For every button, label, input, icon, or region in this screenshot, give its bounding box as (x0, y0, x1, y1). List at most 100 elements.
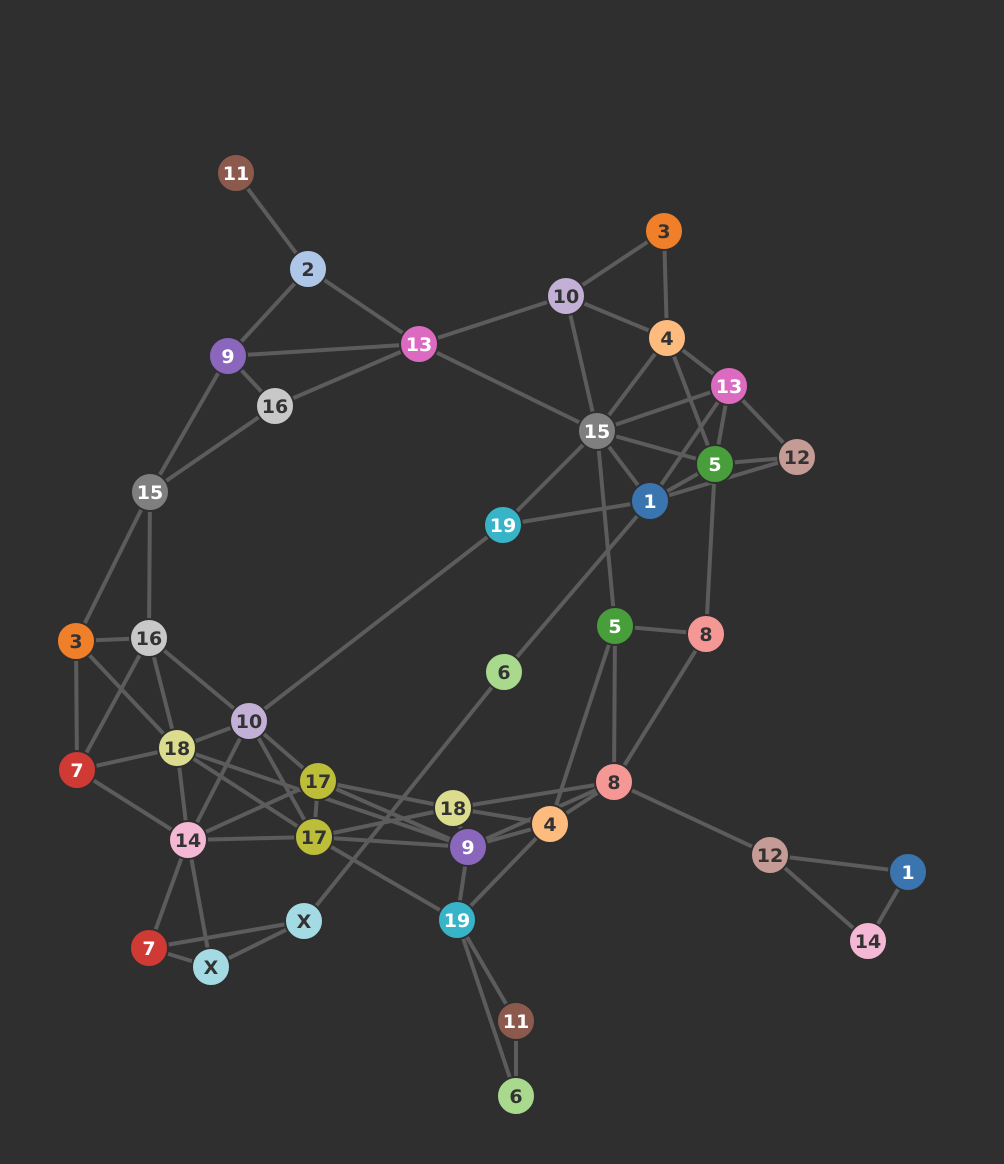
node-n17a[interactable]: 17 (298, 761, 338, 801)
node-n7b[interactable]: 7 (129, 928, 169, 968)
node-n5b[interactable]: 5 (595, 606, 635, 646)
edge-n19a-n10b (247, 523, 505, 723)
edge-n15b-n19a (501, 429, 599, 527)
node-n19b[interactable]: 19 (437, 900, 477, 940)
edge-n17b-n9b (312, 835, 470, 849)
node-n6b[interactable]: 6 (496, 1076, 536, 1116)
node-circle (595, 606, 635, 646)
node-circle (56, 621, 96, 661)
node-label: X (204, 957, 219, 979)
node-n6a[interactable]: 6 (484, 652, 524, 692)
edge-n9a-n15a (148, 354, 230, 494)
node-label: 12 (784, 447, 810, 469)
node-label: 10 (236, 711, 262, 733)
node-label: 17 (305, 771, 331, 793)
node-n14a[interactable]: 14 (168, 820, 208, 860)
node-n17b[interactable]: 17 (294, 817, 334, 857)
node-circle (57, 750, 97, 790)
node-label: 8 (607, 772, 620, 794)
node-circle (695, 444, 735, 484)
node-n11b[interactable]: 11 (496, 1001, 536, 1041)
edge-n5b-n4b (548, 624, 617, 826)
node-n16a[interactable]: 16 (255, 386, 295, 426)
node-label: 9 (221, 346, 234, 368)
edge-n16a-n15a (148, 404, 277, 494)
node-n3b[interactable]: 3 (56, 621, 96, 661)
node-label: 3 (69, 631, 82, 653)
edge-n15b-n5a (595, 429, 717, 466)
edge-n5b-n8b (612, 624, 617, 784)
node-circle (577, 411, 617, 451)
edge-n18a-n17b (175, 746, 316, 839)
node-n4a[interactable]: 4 (647, 318, 687, 358)
node-circle (437, 900, 477, 940)
edge-n10b-n17b (247, 719, 316, 839)
node-circle (294, 817, 334, 857)
node-circle (594, 762, 634, 802)
node-n10b[interactable]: 10 (229, 701, 269, 741)
edge-n1a-n6a (502, 499, 652, 674)
node-n11a[interactable]: 11 (216, 153, 256, 193)
node-label: 10 (553, 286, 579, 308)
edge-n13b-n15b (595, 384, 731, 433)
node-label: 1 (901, 862, 914, 884)
node-circle (129, 928, 169, 968)
node-n8b[interactable]: 8 (594, 762, 634, 802)
node-label: 4 (660, 328, 673, 350)
node-nXa[interactable]: X (284, 901, 324, 941)
edge-n12b-n1b (768, 853, 910, 874)
edge-n16a-n13a (273, 342, 421, 408)
node-n7a[interactable]: 7 (57, 750, 97, 790)
node-n18b[interactable]: 18 (433, 788, 473, 828)
node-n10a[interactable]: 10 (546, 276, 586, 316)
node-nXb[interactable]: X (191, 947, 231, 987)
node-circle (168, 820, 208, 860)
node-circle (777, 437, 817, 477)
node-n5a[interactable]: 5 (695, 444, 735, 484)
node-label: 15 (137, 482, 163, 504)
node-n8a[interactable]: 8 (686, 614, 726, 654)
node-n4b[interactable]: 4 (530, 804, 570, 844)
node-n12b[interactable]: 12 (750, 835, 790, 875)
node-n19a[interactable]: 19 (483, 505, 523, 545)
edge-n15a-n3b (74, 490, 152, 643)
node-n18a[interactable]: 18 (157, 728, 197, 768)
node-circle (130, 472, 170, 512)
node-n16b[interactable]: 16 (129, 618, 169, 658)
node-label: 16 (136, 628, 162, 650)
node-label: 13 (716, 376, 742, 398)
node-n12a[interactable]: 12 (777, 437, 817, 477)
node-n9b[interactable]: 9 (448, 827, 488, 867)
node-label: 2 (301, 259, 314, 281)
node-label: 13 (406, 334, 432, 356)
edge-n15a-n16b (147, 490, 152, 640)
node-n1b[interactable]: 1 (888, 852, 928, 892)
node-circle (484, 652, 524, 692)
node-circle (229, 701, 269, 741)
edge-n2-n13a (306, 267, 421, 346)
node-label: 15 (584, 421, 610, 443)
edge-n15b-n5b (595, 429, 617, 628)
edge-n13b-n1a (648, 384, 731, 503)
node-circle (433, 788, 473, 828)
node-n13a[interactable]: 13 (399, 324, 439, 364)
node-label: 19 (444, 910, 470, 932)
node-circle (496, 1001, 536, 1041)
node-label: 18 (440, 798, 466, 820)
edge-n13a-n15b (417, 342, 599, 433)
node-n1a[interactable]: 1 (630, 481, 670, 521)
node-n15a[interactable]: 15 (130, 472, 170, 512)
edge-nXa-n7b (147, 919, 306, 950)
node-n14b[interactable]: 14 (848, 921, 888, 961)
edge-n19b-n6b (455, 918, 518, 1098)
node-n2[interactable]: 2 (288, 249, 328, 289)
node-n9a[interactable]: 9 (208, 336, 248, 376)
node-n13b[interactable]: 13 (709, 366, 749, 406)
node-circle (191, 947, 231, 987)
node-n15b[interactable]: 15 (577, 411, 617, 451)
edge-n14a-n17a (186, 779, 320, 842)
node-n3a[interactable]: 3 (644, 211, 684, 251)
edge-n1a-n19a (501, 499, 652, 527)
node-label: 18 (164, 738, 190, 760)
node-circle (399, 324, 439, 364)
